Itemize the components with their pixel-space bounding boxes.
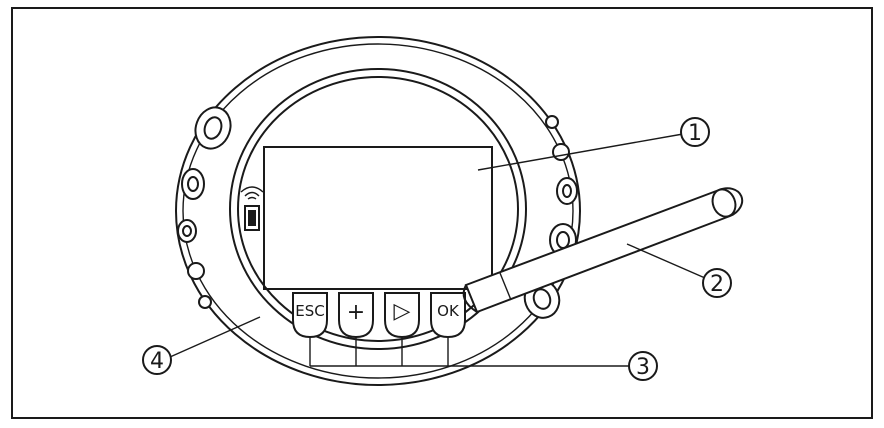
svg-text:1: 1 [688,121,702,146]
arrow-right-icon: ▷ [394,299,411,324]
ok-key-label: OK [437,302,460,320]
lug-top-left [194,106,232,150]
callout-3: 3 [628,351,658,381]
next-key[interactable]: ▷ [384,292,420,339]
svg-text:3: 3 [636,355,650,380]
lug-left-1 [181,168,205,200]
lug-right-3 [556,177,578,205]
plus-key[interactable]: + [338,292,374,339]
leader-2 [626,243,706,279]
esc-key-label: ESC [295,302,324,320]
callout-4: 4 [142,345,172,375]
leader-4 [169,316,261,358]
adjustment-keys: ESC + ▷ OK [292,292,466,339]
lug-left-4 [198,295,212,309]
lug-left-3 [187,262,205,280]
callout-2: 2 [702,268,732,298]
svg-text:2: 2 [710,272,724,297]
housing-outer-ring-inner-edge [182,43,574,379]
housing-outer-ring [175,36,581,386]
magnetic-pen [462,187,744,314]
esc-key[interactable]: ESC [292,292,328,339]
svg-text:4: 4 [150,349,164,374]
lug-left-2 [177,219,197,243]
lug-right-1 [545,115,559,129]
housing-bezel-ring [229,68,527,350]
wireless-icon [240,186,264,231]
key-leader-lines [309,337,629,367]
diagram-frame [11,7,873,419]
callout-1: 1 [680,117,710,147]
ok-key[interactable]: OK [430,292,466,339]
plus-icon: + [347,300,365,325]
display-glass-ring [237,76,519,342]
lug-right-2 [552,143,570,161]
housing [175,36,581,386]
lcd-display [263,146,493,290]
leader-1 [477,133,684,171]
